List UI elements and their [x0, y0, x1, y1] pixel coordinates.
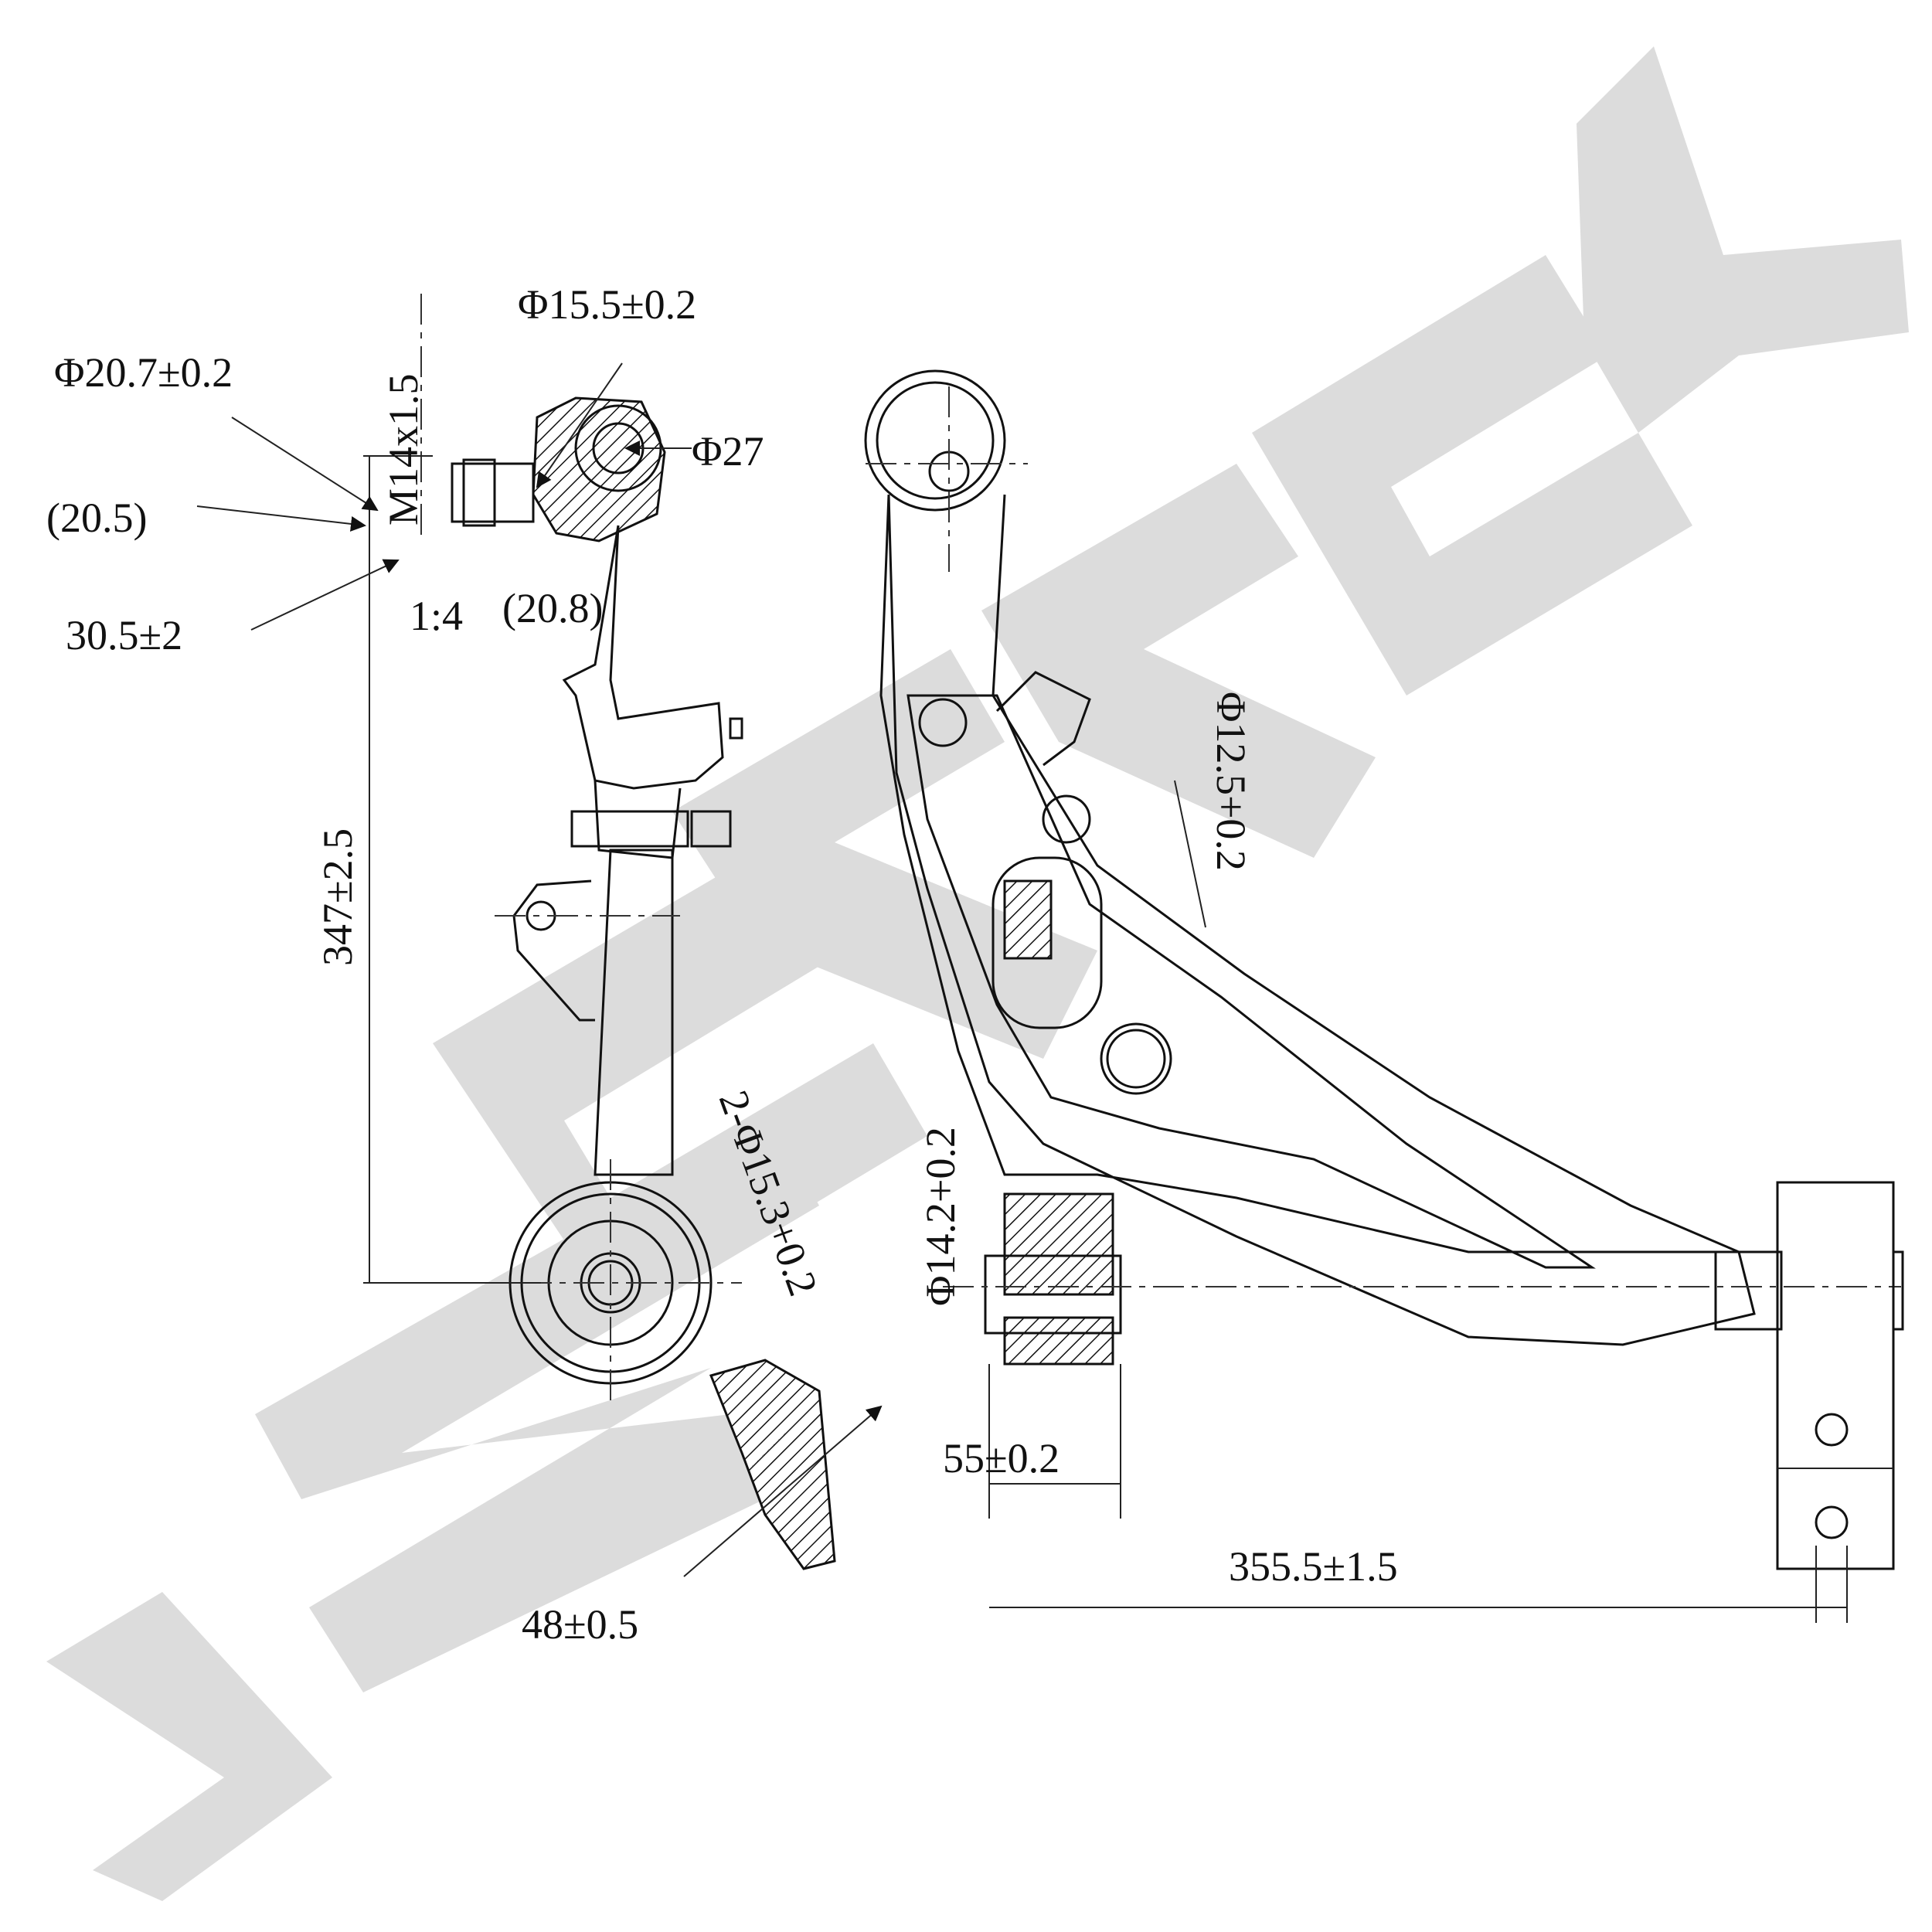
watermark-letter-n2: [981, 464, 1376, 858]
brand-watermark: [46, 46, 1909, 1901]
dim-bushing-width: 55±0.2: [943, 1435, 1060, 1481]
dim-taper: 1:4: [410, 593, 463, 639]
dim-bushing-dia: Φ14.2+0.2: [917, 1127, 964, 1306]
watermark-letter-e2: [1252, 255, 1692, 696]
watermark-letter-k: [1577, 46, 1909, 433]
dim-height: 347±2.5: [315, 828, 361, 966]
dim-thread: M14x1.5: [380, 373, 427, 526]
watermark-chevron: [46, 1592, 332, 1901]
front-bushing: [943, 1192, 1901, 1366]
rear-mount: [1714, 1181, 1904, 1570]
ball-joint: [420, 294, 666, 543]
dim-ball-dia: Φ15.5±0.2: [518, 281, 696, 328]
dim-ball-stud-dia: Φ20.7±0.2: [54, 349, 233, 396]
dimension-lines: [196, 362, 1848, 1623]
dim-span: 355.5±1.5: [1229, 1543, 1398, 1590]
watermark-letter-n1: [672, 649, 1097, 1059]
dim-housing-dia: Φ27: [692, 428, 764, 474]
dim-ref-20-5: (20.5): [46, 495, 147, 541]
dim-mount-hole: Φ12.5+0.2: [1208, 692, 1254, 871]
dim-stud-length: 30.5±2: [66, 612, 182, 658]
plan-view: [864, 369, 1904, 1570]
dim-ref-20-8: (20.8): [502, 585, 603, 631]
dim-flange: 48±0.5: [522, 1601, 638, 1648]
